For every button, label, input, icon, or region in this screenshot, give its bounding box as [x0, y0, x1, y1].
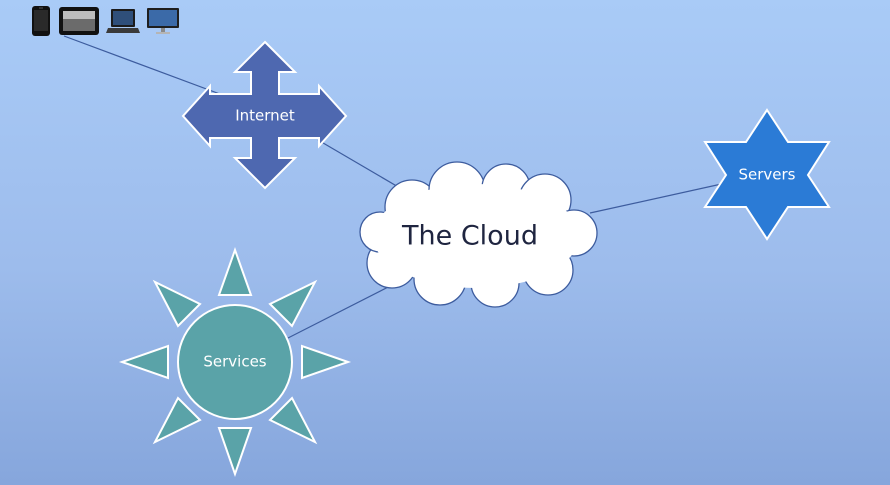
sun-ray [152, 396, 202, 445]
monitor-icon [146, 5, 180, 42]
sun-ray [118, 344, 169, 380]
internet-node[interactable]: Internet [181, 40, 348, 190]
sun-rays [118, 247, 352, 478]
connector-internet-cloud [317, 139, 401, 189]
laptop-icon [106, 5, 140, 42]
cloud-node[interactable]: The Cloud [359, 161, 598, 308]
sun-ray [152, 279, 202, 328]
servers-node[interactable]: Servers [703, 108, 831, 241]
connector-cloud-services [287, 281, 399, 339]
internet-label: Internet [235, 107, 295, 125]
sun-ray [268, 279, 318, 328]
services-node[interactable]: Services [118, 247, 352, 478]
sun-ray [217, 427, 253, 478]
sun-ray [217, 247, 253, 296]
sun-core [177, 304, 293, 420]
connector-cloud-servers [589, 182, 727, 214]
cloud-fill [373, 184, 579, 288]
sun-ray [268, 396, 318, 445]
star-shape [703, 108, 831, 241]
sun-ray [301, 344, 352, 380]
servers-label: Servers [738, 166, 795, 184]
cloud-label: The Cloud [401, 221, 538, 252]
tablet-icon [58, 5, 100, 42]
services-label: Services [203, 353, 266, 371]
four-way-arrow-shape [181, 40, 348, 190]
phone-icon [30, 5, 52, 42]
